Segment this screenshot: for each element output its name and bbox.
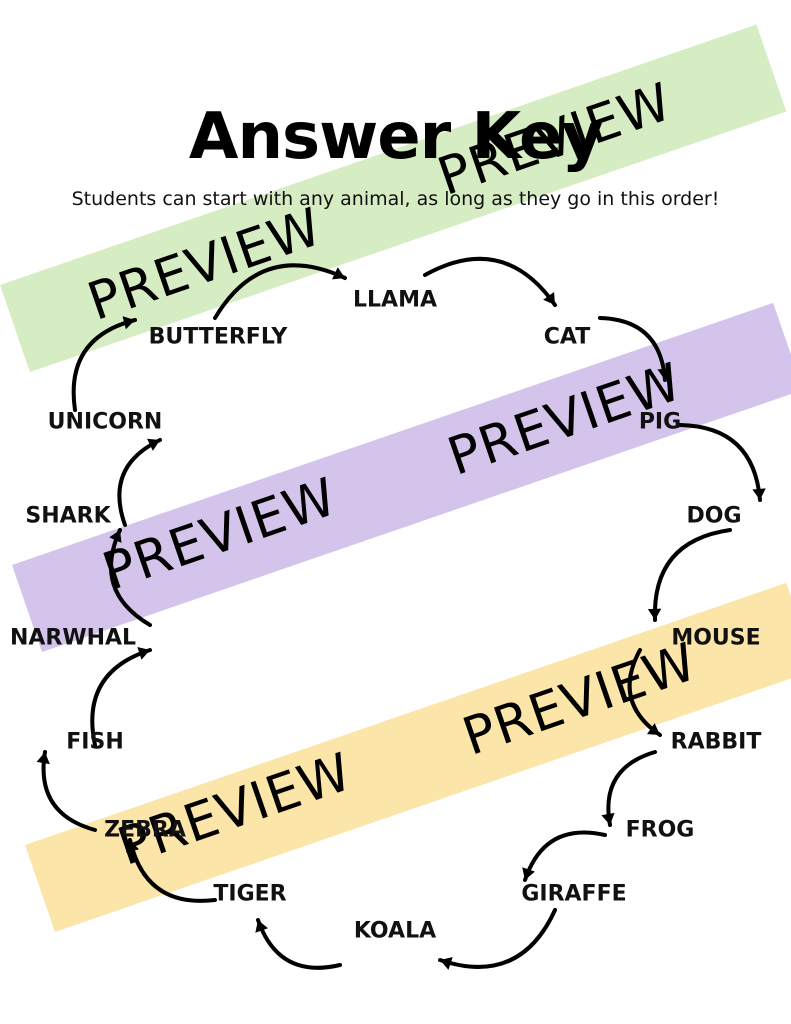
arrow-head-icon [647,608,662,620]
arrow-arc [598,316,667,382]
arrow-arc [213,263,347,320]
animal-butterfly: BUTTERFLY [148,324,288,350]
arrow-head-icon [543,292,555,305]
arrow-arc [606,750,657,827]
arrow-arc [678,423,762,502]
arrow-head-icon [122,316,135,330]
arrow-arc [71,318,137,412]
arrow-head-icon [647,723,660,735]
arrow-head-icon [109,530,122,543]
animal-pig: PIG [638,409,682,435]
arrow-arc [128,838,217,903]
arrow-head-icon [440,957,453,970]
arrow-head-icon [255,920,269,933]
page-title: Answer Key [188,100,603,174]
arrow-arc [90,648,152,747]
page-subtitle: Students can start with any animal, as l… [71,188,720,210]
animal-dog: DOG [686,503,742,529]
arrow-head-icon [657,368,671,380]
arrow-head-icon [36,752,50,765]
animal-rabbit: RABBIT [670,729,762,755]
arrow-arc [627,648,662,737]
arrow-arc [256,918,342,970]
animal-frog: FROG [625,817,695,843]
arrow-arc [652,528,732,622]
animal-zebra: ZEBRA [104,817,186,843]
animal-koala: KOALA [353,918,437,944]
arrow-head-icon [601,812,615,825]
arrow-head-icon [147,438,160,451]
arrow-arc [523,830,607,882]
arrow-head-icon [137,647,150,660]
animal-narwhal: NARWHAL [9,625,137,651]
animal-unicorn: UNICORN [47,409,163,435]
arrow-arc [41,750,97,832]
arrow-arc [438,908,557,969]
arrow-head-icon [752,488,766,500]
arrow-head-icon [522,867,535,880]
animal-giraffe: GIRAFFE [521,881,627,907]
animal-shark: SHARK [25,503,111,529]
arrow-arc [117,438,162,527]
animal-mouse: MOUSE [671,625,761,651]
arrow-arc [109,528,152,627]
arrow-arc [423,256,557,307]
arrow-head-icon [332,267,345,280]
animal-tiger: TIGER [213,881,287,907]
animal-cat: CAT [543,324,591,350]
animal-fish: FISH [66,729,124,755]
arrow-head-icon [125,840,140,853]
animal-llama: LLAMA [353,287,437,313]
